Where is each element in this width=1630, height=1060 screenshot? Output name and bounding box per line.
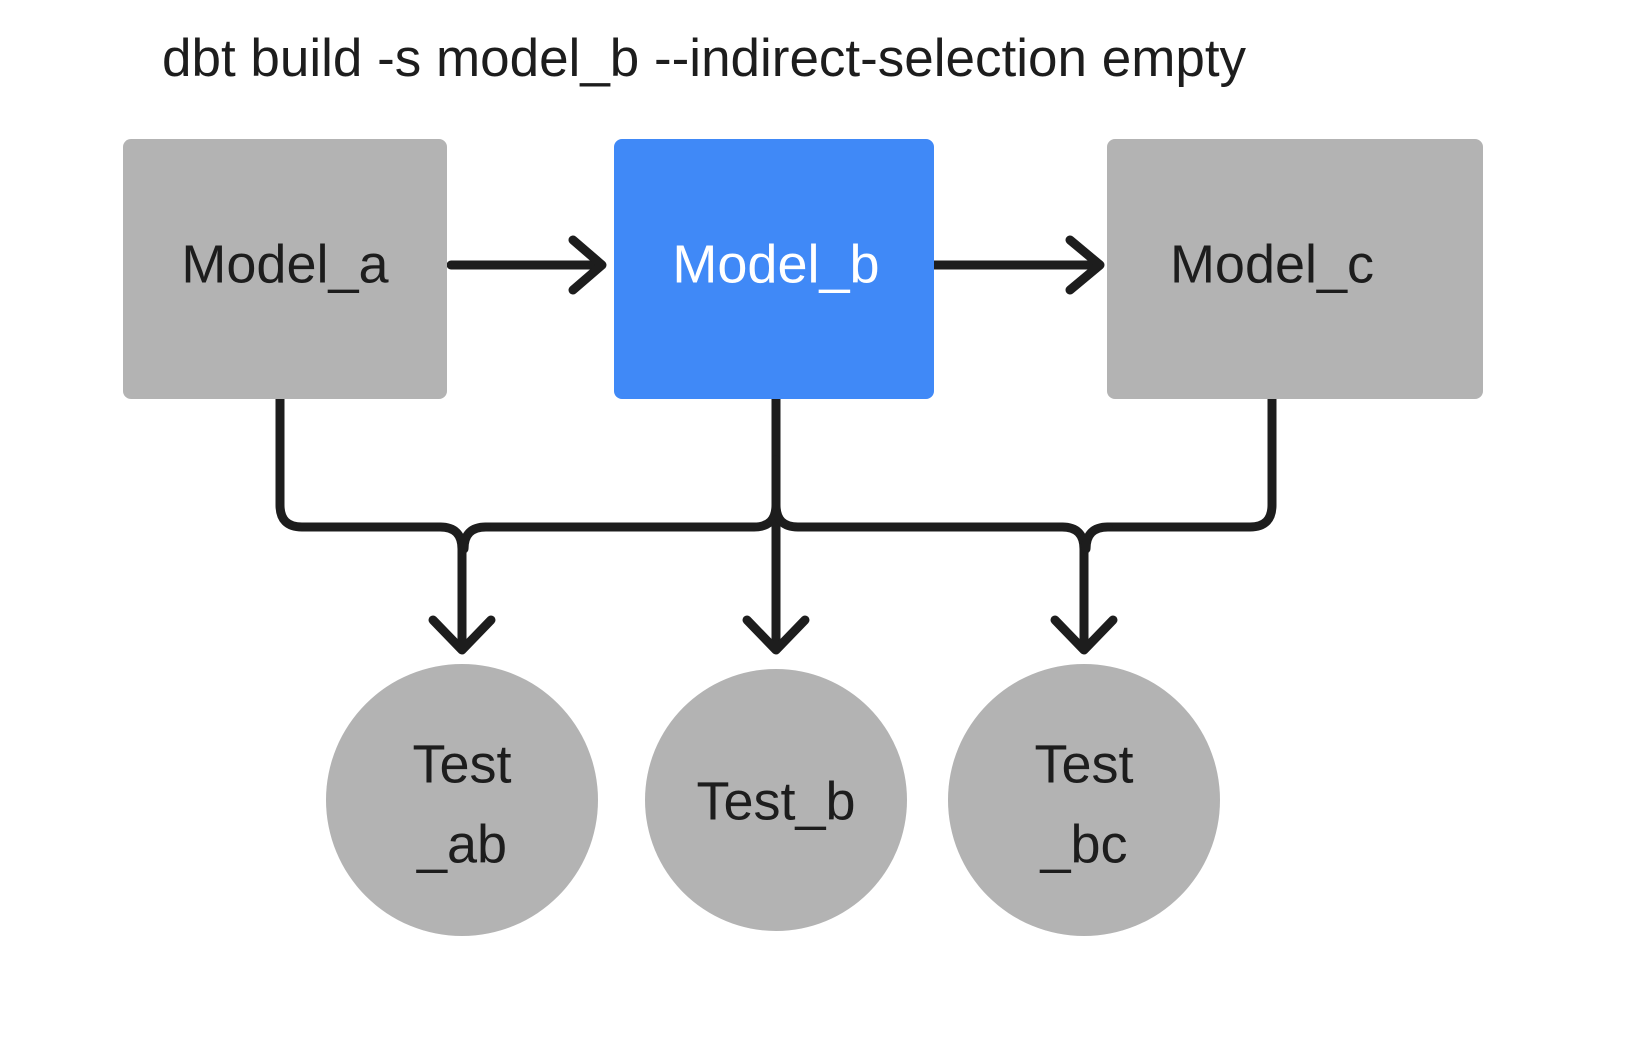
edge-layer — [275, 235, 1277, 655]
edge-model-b-to-test-b — [742, 394, 810, 655]
test-node-test_b[interactable]: Test_b — [645, 669, 907, 931]
test_ab-shape[interactable] — [326, 664, 598, 936]
test_bc-shape[interactable] — [948, 664, 1220, 936]
test_b-label-line1: Test_b — [696, 771, 855, 831]
edge-model-b-to-bus-right — [771, 455, 1067, 532]
edge-model-a-to-model-b — [446, 235, 607, 295]
test_bc-label-line1: Test — [1034, 734, 1133, 794]
model-node-model_c[interactable]: Model_c — [1107, 139, 1483, 399]
test-node-test_ab[interactable]: Test _ab — [326, 664, 598, 936]
test-node-test_bc[interactable]: Test _bc — [948, 664, 1220, 936]
edge-bus-to-test-ab — [428, 522, 496, 655]
edge-model-b-to-model-c — [929, 235, 1105, 295]
model_b-label: Model_b — [672, 234, 879, 294]
test_b-shape[interactable] — [645, 669, 907, 931]
test_ab-label-line2: _ab — [416, 814, 507, 874]
model_b-shape[interactable] — [614, 139, 934, 399]
model_c-label: Model_c — [1170, 234, 1374, 294]
test_bc-label-line2: _bc — [1039, 814, 1127, 874]
edge-model-b-to-bus-left — [481, 394, 781, 532]
edge-model-c-to-bus — [1103, 394, 1277, 532]
model-node-model_b[interactable]: Model_b — [614, 139, 934, 399]
model_a-shape[interactable] — [123, 139, 447, 399]
edge-model-a-to-bus — [275, 394, 445, 532]
test_ab-label-line1: Test — [412, 734, 511, 794]
model_a-label: Model_a — [181, 234, 389, 294]
model-node-model_a[interactable]: Model_a — [123, 139, 447, 399]
model_c-shape[interactable] — [1107, 139, 1483, 399]
page-title: dbt build -s model_b --indirect-selectio… — [162, 29, 1247, 88]
edge-bus-to-test-bc — [1050, 522, 1118, 655]
